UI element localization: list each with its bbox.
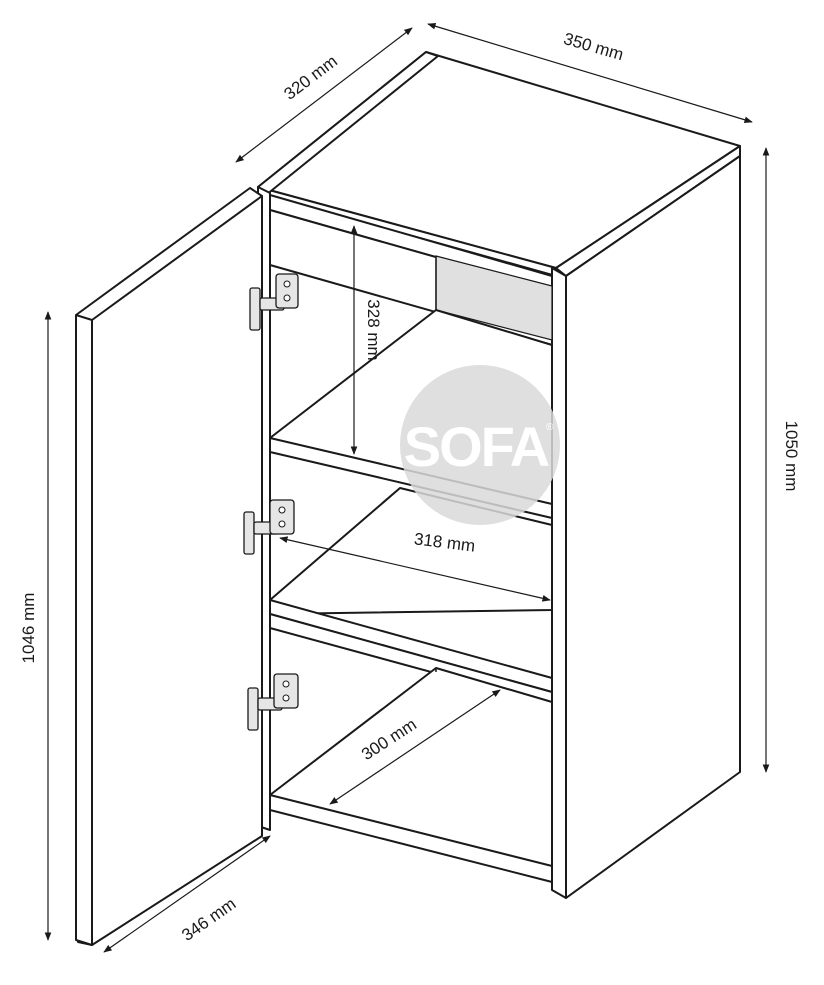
hinge-bottom [247,673,299,731]
right-side-front-edge [551,267,567,899]
label-width-top: 350 mm [561,29,625,64]
watermark-circle [400,365,560,525]
dim-line-width-top [427,22,753,124]
right-side-panel [565,155,741,899]
label-height-door: 1046 mm [19,593,38,664]
dim-line-inner-width [279,536,551,602]
shelf-2-front-edge [269,599,553,693]
dim-line-inner-depth [329,689,501,805]
label-shelf-height: 328 mm [364,299,383,360]
door [75,187,263,946]
dim-line-door-width [103,835,271,953]
watermark-registered-mark: ® [546,422,554,433]
door-panel [91,195,263,946]
label-depth-top: 320 mm [280,52,340,104]
hinge-top [249,273,299,331]
door-edge [75,314,93,946]
watermark-text: SOFA [404,415,549,478]
dim-line-depth-top [235,27,413,163]
hinge-middle [243,499,295,555]
bottom-panel-front-edge [269,794,553,883]
label-door-width: 346 mm [178,894,239,945]
sofa-watermark: SOFA ® [400,365,560,525]
dimension-lines [44,22,770,953]
label-height-cabinet: 1050 mm [782,421,801,492]
